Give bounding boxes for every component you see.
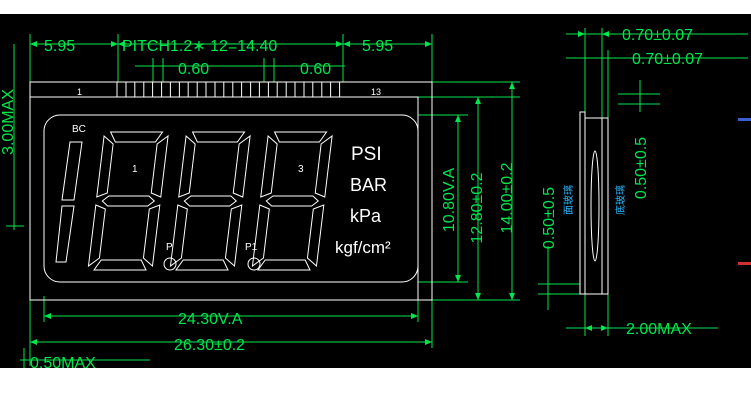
digit-1-label: 1 (132, 164, 138, 175)
pin (276, 81, 287, 98)
decimal-point-p (163, 257, 177, 271)
segment-g (183, 195, 238, 207)
dim-pitch: PITCH1.2∗ 12=14.40 (122, 38, 277, 55)
segment-f (260, 134, 278, 198)
front-glass-label: 面玻璃 (562, 185, 575, 215)
edge-marker-blue (738, 118, 751, 121)
segment-c (306, 204, 325, 268)
bc-label: BC (72, 124, 86, 135)
segment-d (257, 259, 311, 271)
dim-bottom-max: 0.50MAX (30, 355, 96, 372)
dp-p-label: P (166, 242, 173, 253)
segment-b (232, 134, 251, 198)
dim-left-height: 3.00MAX (0, 89, 17, 155)
side-view (579, 111, 609, 295)
dim-total-width: 26.30±0.2 (174, 337, 245, 354)
pin (169, 81, 180, 98)
dim-top-right: 5.95 (362, 38, 393, 55)
pin (258, 81, 269, 98)
dim-va-width: 24.30V.A (178, 311, 243, 328)
pin-row (116, 81, 341, 98)
segment-b (150, 134, 169, 198)
dim-side-offset-left: 0.50±0.5 (541, 187, 558, 249)
segment-f (178, 134, 196, 198)
pin (116, 81, 127, 98)
segment-e (169, 204, 188, 268)
dim-side-bottom: 2.00MAX (626, 321, 692, 338)
segment-e (251, 204, 270, 268)
digit-3-label: 3 (298, 164, 304, 175)
unit-bar: BAR (350, 175, 387, 195)
dp-p1-label: P1 (245, 242, 258, 253)
pin (134, 81, 145, 98)
unit-kgf-cm2: kgf/cm² (335, 238, 391, 257)
segment-b (314, 134, 333, 198)
dimension-lines (6, 28, 748, 368)
decimal-point-p1 (247, 257, 261, 271)
pin (294, 81, 305, 98)
seven-segment-digits (87, 131, 333, 271)
dim-side-top-2: 0.70±0.07 (632, 51, 703, 68)
pin (330, 81, 341, 98)
dim-top-left: 5.95 (44, 38, 75, 55)
segment-e (87, 204, 106, 268)
dim-va-height: 10.80V.A (441, 167, 458, 232)
dimension-arrows (30, 31, 609, 345)
segment-a (273, 131, 328, 143)
edge-marker-red (738, 262, 751, 265)
back-glass-label: 底玻璃 (614, 185, 627, 215)
segment-f (96, 134, 114, 198)
pin (241, 81, 252, 98)
pin-last-label: 13 (371, 87, 381, 97)
segment-d (175, 259, 229, 271)
drawing-area (0, 14, 751, 368)
bc-bar-segment (55, 141, 83, 263)
segment-a (191, 131, 246, 143)
pin (152, 81, 163, 98)
pin (223, 81, 234, 98)
pin (205, 81, 216, 98)
segment-g (101, 195, 156, 207)
dim-glass-height-outer: 14.00±0.2 (499, 162, 516, 233)
dim-pin-gap-left: 0.60 (178, 61, 209, 78)
segment-a (109, 131, 164, 143)
segment-c (224, 204, 243, 268)
segment-c (142, 204, 161, 268)
dim-side-top-1: 0.70±0.07 (622, 27, 693, 44)
segment-g (265, 195, 320, 207)
dim-pin-gap-right: 0.60 (300, 61, 331, 78)
unit-kpa: kPa (350, 206, 382, 226)
unit-psi: PSI (351, 144, 382, 165)
pin-first-label: 1 (77, 87, 82, 97)
dim-side-offset-right: 0.50±0.5 (633, 137, 650, 199)
pin (312, 81, 323, 98)
dim-glass-height-inner: 12.80±0.2 (469, 172, 486, 243)
segment-d (93, 259, 147, 271)
pin (187, 81, 198, 98)
